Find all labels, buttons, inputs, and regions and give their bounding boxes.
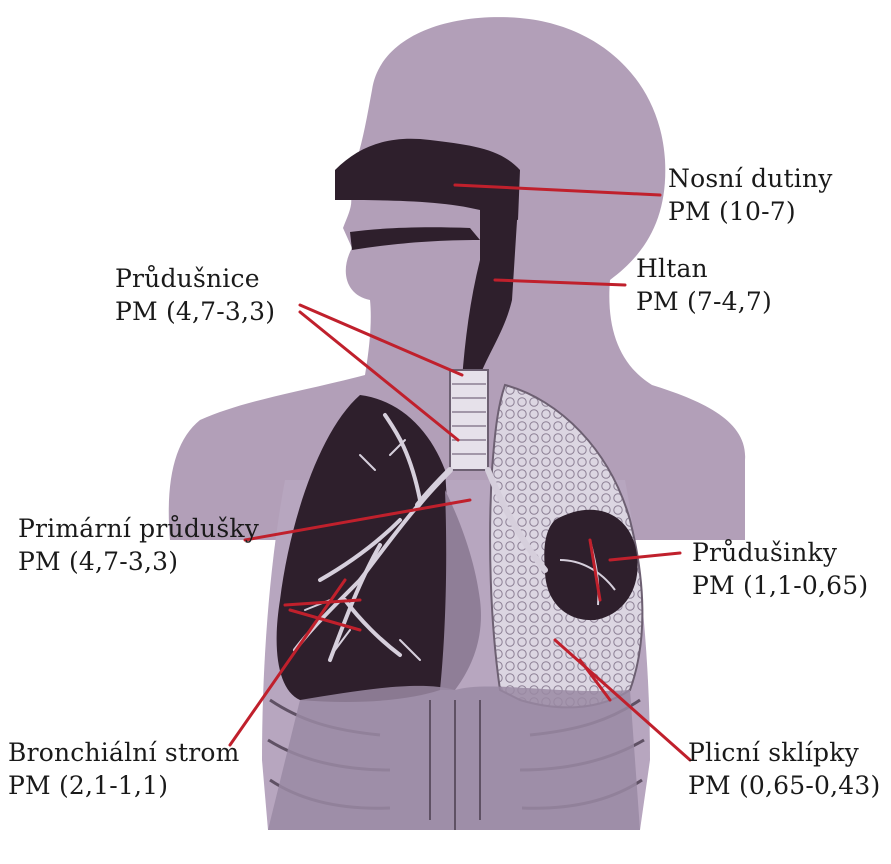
label-bronchial-tree-name: Bronchiální strom (8, 736, 240, 769)
label-nasal-size: PM (10-7) (668, 195, 833, 228)
label-bronchial-tree-size: PM (2,1-1,1) (8, 769, 240, 802)
label-trachea: Průdušnice PM (4,7-3,3) (115, 262, 275, 328)
label-trachea-name: Průdušnice (115, 262, 275, 295)
label-alveoli-name: Plicní sklípky (688, 736, 880, 769)
label-bronchioles-name: Průdušinky (692, 536, 868, 569)
label-bronchial-tree: Bronchiální strom PM (2,1-1,1) (8, 736, 240, 802)
label-pharynx: Hltan PM (7-4,7) (636, 252, 772, 318)
label-bronchioles-size: PM (1,1-0,65) (692, 569, 868, 602)
label-primary-bronchi: Primární průdušky PM (4,7-3,3) (18, 512, 259, 578)
label-alveoli: Plicní sklípky PM (0,65-0,43) (688, 736, 880, 802)
label-alveoli-size: PM (0,65-0,43) (688, 769, 880, 802)
bronchiole-region (544, 510, 637, 620)
label-pharynx-size: PM (7-4,7) (636, 285, 772, 318)
label-pharynx-name: Hltan (636, 252, 772, 285)
label-bronchioles: Průdušinky PM (1,1-0,65) (692, 536, 868, 602)
label-nasal-name: Nosní dutiny (668, 162, 833, 195)
label-primary-bronchi-name: Primární průdušky (18, 512, 259, 545)
label-nasal-cavities: Nosní dutiny PM (10-7) (668, 162, 833, 228)
label-trachea-size: PM (4,7-3,3) (115, 295, 275, 328)
trachea (450, 370, 488, 470)
label-primary-bronchi-size: PM (4,7-3,3) (18, 545, 259, 578)
